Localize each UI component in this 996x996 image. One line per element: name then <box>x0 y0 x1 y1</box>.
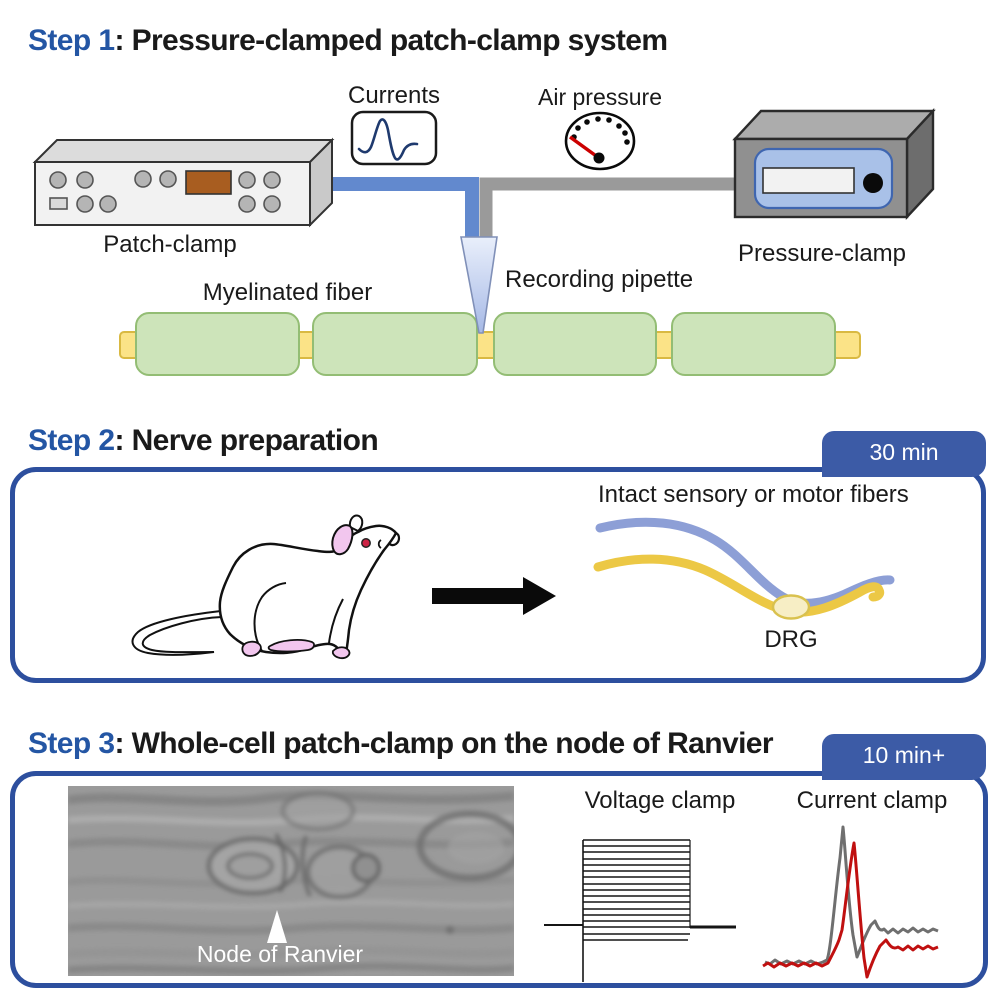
pressure-clamp-device <box>732 107 936 221</box>
air-pressure-gauge-icon <box>564 111 636 171</box>
rat-thigh-line <box>253 582 287 652</box>
recording-pipette-label: Recording pipette <box>505 266 694 293</box>
step1-title: Step 1: Pressure-clamped patch-clamp sys… <box>28 24 668 58</box>
rat-eye <box>361 538 371 548</box>
rat-ear-back <box>348 514 364 533</box>
pressure-clamp-label: Pressure-clamp <box>737 240 907 267</box>
rat-illustration <box>131 514 401 660</box>
step2-label: Step 2 <box>28 424 115 457</box>
rat-hind-foot-long <box>267 639 315 653</box>
arrow-icon <box>432 577 556 615</box>
rat-foreleg-line <box>328 598 344 644</box>
rat-mouth <box>377 539 382 549</box>
air-pressure-tube <box>479 177 736 237</box>
myelinated-fiber <box>119 312 861 376</box>
step2-title-text: : Nerve preparation <box>114 424 379 457</box>
pressure-clamp-display <box>762 167 855 194</box>
rat-hind-foot <box>241 640 262 657</box>
node-arrow-icon <box>267 910 287 943</box>
step3-title: Step 3: Whole-cell patch-clamp on the no… <box>28 727 774 761</box>
rat-tail <box>131 609 224 656</box>
rat-nose <box>388 532 401 547</box>
currents-label: Currents <box>347 82 441 109</box>
step3-label: Step 3 <box>28 727 115 760</box>
current-clamp-red-trace <box>762 841 939 979</box>
patch-clamp-device <box>32 137 335 228</box>
patch-clamp-label: Patch-clamp <box>103 231 237 258</box>
rat-front-paw <box>331 646 351 660</box>
amplifier-display <box>185 170 232 195</box>
step3-traces <box>544 825 939 982</box>
signal-cable <box>308 177 479 237</box>
gauge-needle <box>568 135 601 160</box>
voltage-clamp-trace <box>544 839 736 982</box>
air-pressure-label: Air pressure <box>538 84 662 110</box>
current-clamp-label: Current clamp <box>796 787 948 814</box>
fiber-curves <box>593 517 895 620</box>
recording-pipette <box>460 236 498 334</box>
step1-diagram <box>32 107 936 376</box>
step3-duration-badge: 10 min+ <box>822 734 986 780</box>
step2-panel <box>10 467 986 683</box>
step2-title: Step 2: Nerve preparation <box>28 424 379 458</box>
pressure-clamp-knob <box>863 173 883 193</box>
intact-fibers-label: Intact sensory or motor fibers <box>598 481 909 508</box>
node-of-ranvier-label: Node of Ranvier <box>196 941 364 967</box>
step1-label: Step 1 <box>28 24 115 57</box>
step2-diagram <box>131 514 895 660</box>
current-clamp-trace <box>762 825 939 979</box>
rat-ear <box>331 524 354 556</box>
myelin-segments <box>135 312 836 376</box>
amplifier-switch <box>49 197 68 210</box>
step1-title-text: : Pressure-clamped patch-clamp system <box>114 24 668 57</box>
step3-title-text: : Whole-cell patch-clamp on the node of … <box>114 727 773 760</box>
current-clamp-gray-trace <box>764 825 939 966</box>
motor-fiber-yellow <box>593 554 885 617</box>
drg-label: DRG <box>764 626 818 653</box>
sensory-fiber-blue <box>595 517 895 608</box>
drg-ellipse <box>771 594 811 620</box>
amplifier-knobs <box>49 170 281 213</box>
micrograph-image <box>68 786 514 976</box>
myelinated-fiber-label: Myelinated fiber <box>202 279 373 306</box>
currents-trace-icon <box>350 110 438 166</box>
voltage-clamp-label: Voltage clamp <box>584 787 736 814</box>
step2-duration-badge: 30 min <box>822 431 986 477</box>
